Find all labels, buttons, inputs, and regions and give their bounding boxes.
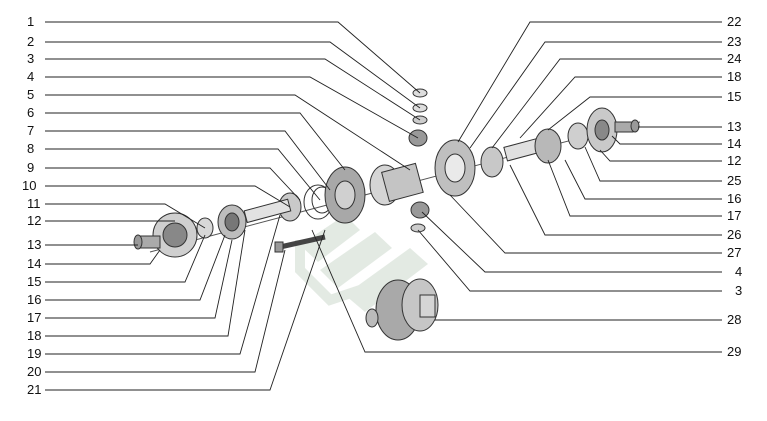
callout-label: 1 xyxy=(27,14,34,29)
callout-label: 14 xyxy=(27,256,41,271)
callout-label: 15 xyxy=(27,274,41,289)
callout-label: 15 xyxy=(727,89,741,104)
left-callouts: 1 2 3 4 5 6 7 8 9 10 11 12 13 14 15 16 1… xyxy=(22,14,41,397)
logo-watermark xyxy=(295,215,428,312)
callout-label: 29 xyxy=(727,344,741,359)
callout-label: 17 xyxy=(27,310,41,325)
callout-label: 17 xyxy=(727,208,741,223)
callout-label: 25 xyxy=(727,173,741,188)
callout-label: 21 xyxy=(27,382,41,397)
callout-label: 11 xyxy=(27,196,41,211)
callout-label: 12 xyxy=(27,213,41,228)
callout-label: 22 xyxy=(727,14,741,29)
washer-icon xyxy=(408,88,430,233)
callout-label: 28 xyxy=(727,312,741,327)
callout-label: 23 xyxy=(727,34,741,49)
differential-housing-icon xyxy=(369,139,476,206)
right-leader-lines xyxy=(311,21,722,353)
callout-label: 24 xyxy=(727,51,741,66)
callout-label: 9 xyxy=(27,160,34,175)
callout-label: 4 xyxy=(27,69,34,84)
callout-label: 14 xyxy=(727,136,741,151)
crown-gear-icon xyxy=(365,278,439,341)
callout-label: 26 xyxy=(727,227,741,242)
callout-label: 13 xyxy=(727,119,741,134)
callout-label: 19 xyxy=(27,346,41,361)
callout-label: 16 xyxy=(27,292,41,307)
shaft-icon xyxy=(243,198,292,224)
callout-label: 20 xyxy=(27,364,41,379)
callout-label: 10 xyxy=(22,178,36,193)
callout-label: 13 xyxy=(27,237,41,252)
callout-label: 27 xyxy=(727,245,741,260)
callout-label: 7 xyxy=(27,123,34,138)
callout-label: 18 xyxy=(27,328,41,343)
bolt-icon xyxy=(274,234,326,253)
callout-label: 2 xyxy=(27,34,34,49)
callout-label: 12 xyxy=(727,153,741,168)
callout-label: 3 xyxy=(27,51,34,66)
callout-label: 8 xyxy=(27,141,34,156)
gear-icon xyxy=(324,166,366,224)
callout-label: 16 xyxy=(727,191,741,206)
bearing-icon xyxy=(480,122,589,178)
callout-label: 3 xyxy=(735,283,742,298)
callout-label: 6 xyxy=(27,105,34,120)
flange-icon xyxy=(586,107,640,153)
flange-icon xyxy=(133,212,198,258)
right-callouts: 22 23 24 18 15 13 14 12 25 16 17 26 27 4… xyxy=(727,14,742,359)
callout-label: 5 xyxy=(27,87,34,102)
callout-label: 4 xyxy=(735,264,742,279)
left-leader-lines xyxy=(45,21,421,391)
callout-label: 18 xyxy=(727,69,741,84)
